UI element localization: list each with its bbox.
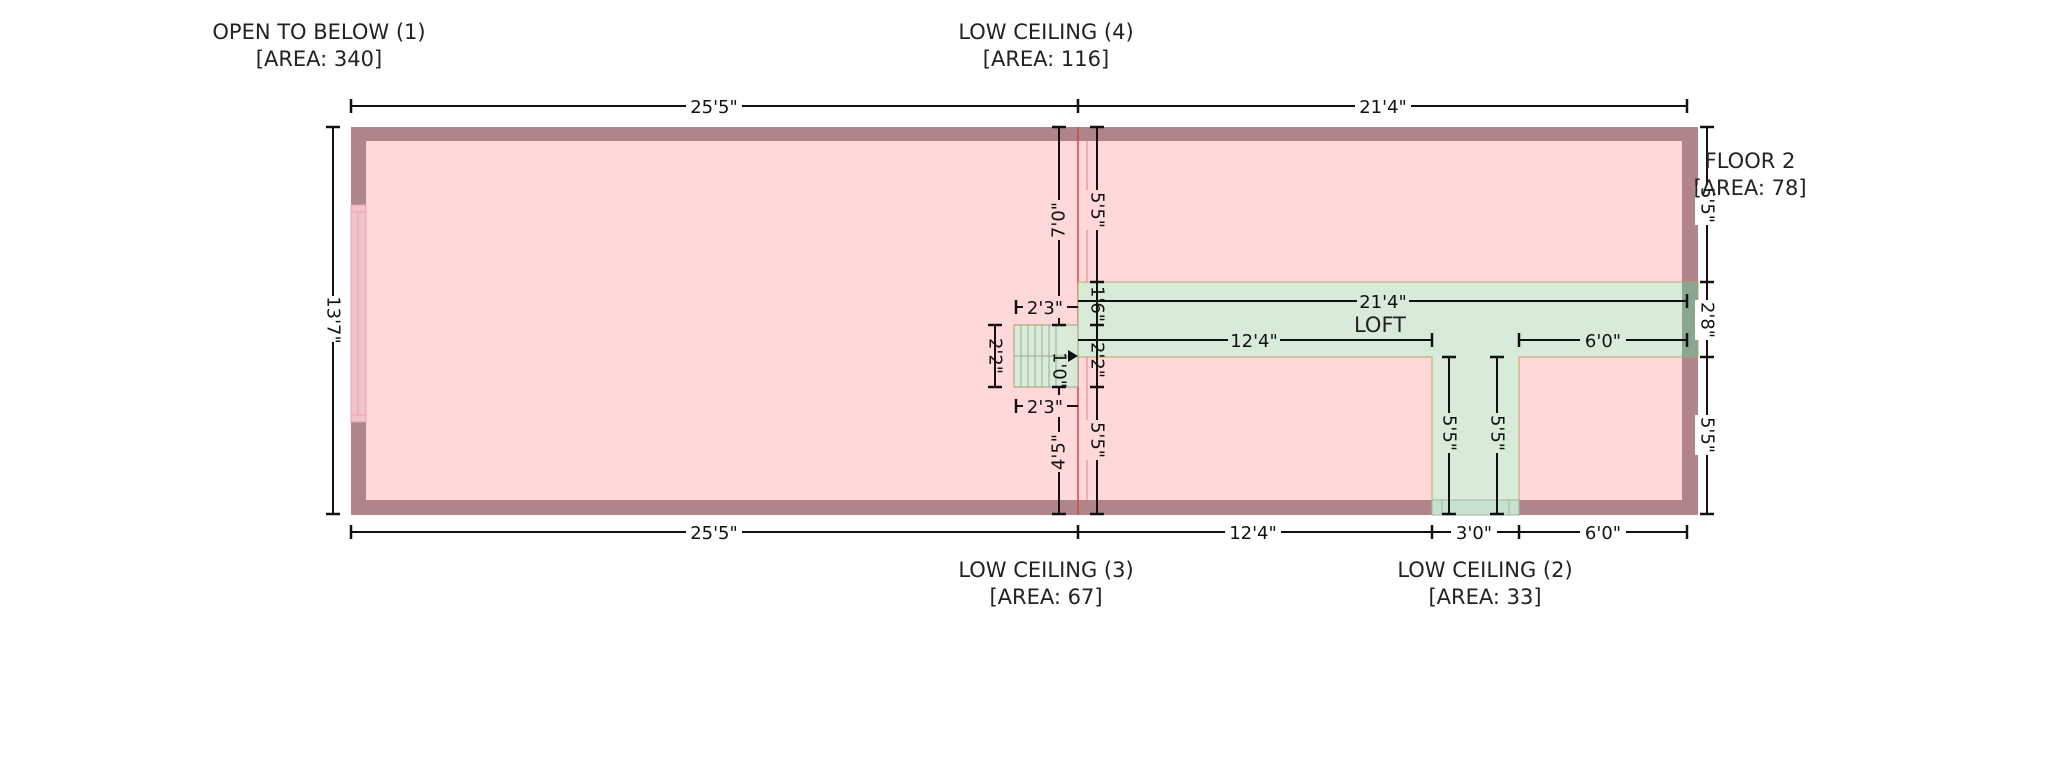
dim-bottom-left: 25'5" xyxy=(690,523,738,544)
dim-bottom-door: 3'0" xyxy=(1456,523,1492,544)
area-open-to-below: [AREA: 340] xyxy=(256,47,382,71)
dim-right-mid: 2'8" xyxy=(1697,302,1718,338)
dim-stair-lower-run: 4'5" xyxy=(1049,434,1070,470)
dim-stair-width-top: 2'3" xyxy=(1027,298,1063,319)
dim-loft-right-run: 6'0" xyxy=(1585,331,1621,352)
dim-stair-upper-run: 7'0" xyxy=(1049,202,1070,238)
label-low-ceiling-4: LOW CEILING (4) xyxy=(958,20,1133,44)
label-floor-2: FLOOR 2 xyxy=(1705,149,1796,173)
dim-gap-mid: 2'2" xyxy=(1087,342,1108,378)
dim-stem-left: 5'5" xyxy=(1439,415,1460,451)
stair-treads xyxy=(1014,325,1068,387)
dim-stem-right: 5'5" xyxy=(1487,415,1508,451)
dim-right-upper: 5'5" xyxy=(1697,187,1718,223)
loft-label: LOFT xyxy=(1354,313,1406,337)
dim-stair-step: 1'0" xyxy=(1049,352,1070,388)
dim-top-left: 25'5" xyxy=(690,97,738,118)
dim-stair-width-bottom: 2'3" xyxy=(1027,397,1063,418)
dim-bottom-right: 6'0" xyxy=(1585,523,1621,544)
label-low-ceiling-2: LOW CEILING (2) xyxy=(1397,558,1572,582)
dimension-labels: 25'5" 21'4" 25'5" 12'4" 3'0" 6'0" 2'3" 2… xyxy=(686,94,1626,544)
dim-left-height: 13'7" xyxy=(323,296,344,344)
area-low-ceiling-3: [AREA: 67] xyxy=(989,585,1102,609)
dim-corridor-lower: 5'5" xyxy=(1087,422,1108,458)
dim-loft-left-run: 12'4" xyxy=(1230,331,1278,352)
dim-right-lower: 5'5" xyxy=(1697,417,1718,453)
area-low-ceiling-2: [AREA: 33] xyxy=(1428,585,1541,609)
dim-corridor-upper: 5'5" xyxy=(1087,192,1108,228)
dim-gap-upper: 1'6" xyxy=(1087,286,1108,322)
label-open-to-below: OPEN TO BELOW (1) xyxy=(212,20,425,44)
area-low-ceiling-4: [AREA: 116] xyxy=(983,47,1109,71)
dim-top-right: 21'4" xyxy=(1359,97,1407,118)
dim-stair-height: 2'2" xyxy=(985,338,1006,374)
vertical-dimension-labels: 13'7" 5'5" 2'8" 5'5" 7'0" 4'5" 5'5" 5'5"… xyxy=(321,185,1719,472)
dim-bottom-mid: 12'4" xyxy=(1229,523,1277,544)
dim-loft-length: 21'4" xyxy=(1359,292,1407,313)
area-floor-2: [AREA: 78] xyxy=(1693,176,1806,200)
area-labels: OPEN TO BELOW (1) [AREA: 340] LOW CEILIN… xyxy=(212,20,1806,609)
stair-arrow-icon xyxy=(1068,350,1078,362)
label-low-ceiling-3: LOW CEILING (3) xyxy=(958,558,1133,582)
